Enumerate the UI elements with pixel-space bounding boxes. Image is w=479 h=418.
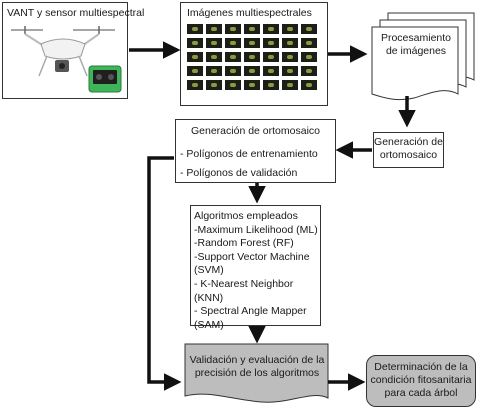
image-thumbnail [263, 66, 279, 76]
drone-illustration [11, 26, 122, 93]
image-thumbnail [187, 66, 203, 76]
image-thumbnail [244, 80, 260, 90]
image-thumbnail [244, 66, 260, 76]
image-thumbnail [301, 80, 317, 90]
ortho-main-node: Generación de ortomosaico - Polígonos de… [175, 119, 336, 183]
image-thumbnail-grid [187, 24, 317, 90]
image-thumbnail [206, 38, 222, 48]
algorithms-title: Algoritmos empleados [194, 210, 298, 222]
image-thumbnail [206, 24, 222, 34]
image-thumbnail [282, 52, 298, 62]
determination-node: Determinación de la condición fitosanita… [366, 355, 476, 407]
image-thumbnail [225, 24, 241, 34]
algorithms-node: Algoritmos empleados -Maximum Likelihood… [190, 205, 321, 331]
arrow-ortho-main-to-validation [147, 156, 182, 391]
processing-label: Procesamiento de imágenes [380, 32, 452, 57]
image-thumbnail [187, 80, 203, 90]
algorithm-item: (SVM) [194, 264, 224, 277]
processing-doc-front [371, 26, 459, 101]
image-thumbnail [301, 66, 317, 76]
image-thumbnail [301, 52, 317, 62]
image-thumbnail [206, 80, 222, 90]
validation-label: Validación y evaluación de la precisión … [189, 354, 325, 379]
ortho-small-node: Generación de ortomosaico [373, 132, 444, 168]
ortho-main-item-validation: - Polígonos de validación [180, 167, 298, 179]
image-thumbnail [263, 24, 279, 34]
algorithm-item: - K-Nearest Neighbor (KNN) [194, 277, 294, 304]
image-thumbnail [225, 52, 241, 62]
uav-sensor-node: VANT y sensor multiespectral [2, 2, 144, 99]
image-thumbnail [282, 24, 298, 34]
image-thumbnail [187, 24, 203, 34]
drone-icon [11, 26, 115, 77]
image-thumbnail [225, 38, 241, 48]
image-thumbnail [244, 52, 260, 62]
ortho-main-item-training: - Polígonos de entrenamiento [180, 148, 318, 160]
image-thumbnail [263, 80, 279, 90]
image-thumbnail [263, 38, 279, 48]
ortho-small-label: Generación de ortomosaico [374, 136, 443, 161]
image-thumbnail [225, 80, 241, 90]
image-thumbnail [225, 66, 241, 76]
image-thumbnail [206, 52, 222, 62]
multispectral-images-node: Imágenes multiespectrales [180, 2, 328, 106]
image-thumbnail [187, 38, 203, 48]
image-thumbnail [301, 24, 317, 34]
image-thumbnail [206, 66, 222, 76]
image-thumbnail [282, 80, 298, 90]
algorithm-item: (SAM) [194, 318, 224, 331]
uav-sensor-label: VANT y sensor multiespectral [7, 7, 145, 19]
determination-label: Determinación de la condición fitosanita… [370, 361, 472, 399]
image-thumbnail [282, 66, 298, 76]
image-thumbnail [301, 38, 317, 48]
algorithm-item: - Spectral Angle Mapper [194, 305, 307, 318]
algorithm-item: -Support Vector Machine [194, 250, 310, 263]
algorithm-item: -Maximum Likelihood (ML) [194, 223, 318, 236]
ortho-main-title: Generación de ortomosaico [191, 125, 320, 137]
image-thumbnail [282, 38, 298, 48]
image-thumbnail [187, 52, 203, 62]
multispectral-sensor-icon [88, 65, 122, 93]
multispectral-images-label: Imágenes multiespectrales [187, 7, 312, 19]
image-thumbnail [244, 38, 260, 48]
algorithm-item: -Random Forest (RF) [194, 237, 294, 250]
validation-doc-shape [184, 343, 329, 403]
image-thumbnail [244, 24, 260, 34]
image-thumbnail [263, 52, 279, 62]
